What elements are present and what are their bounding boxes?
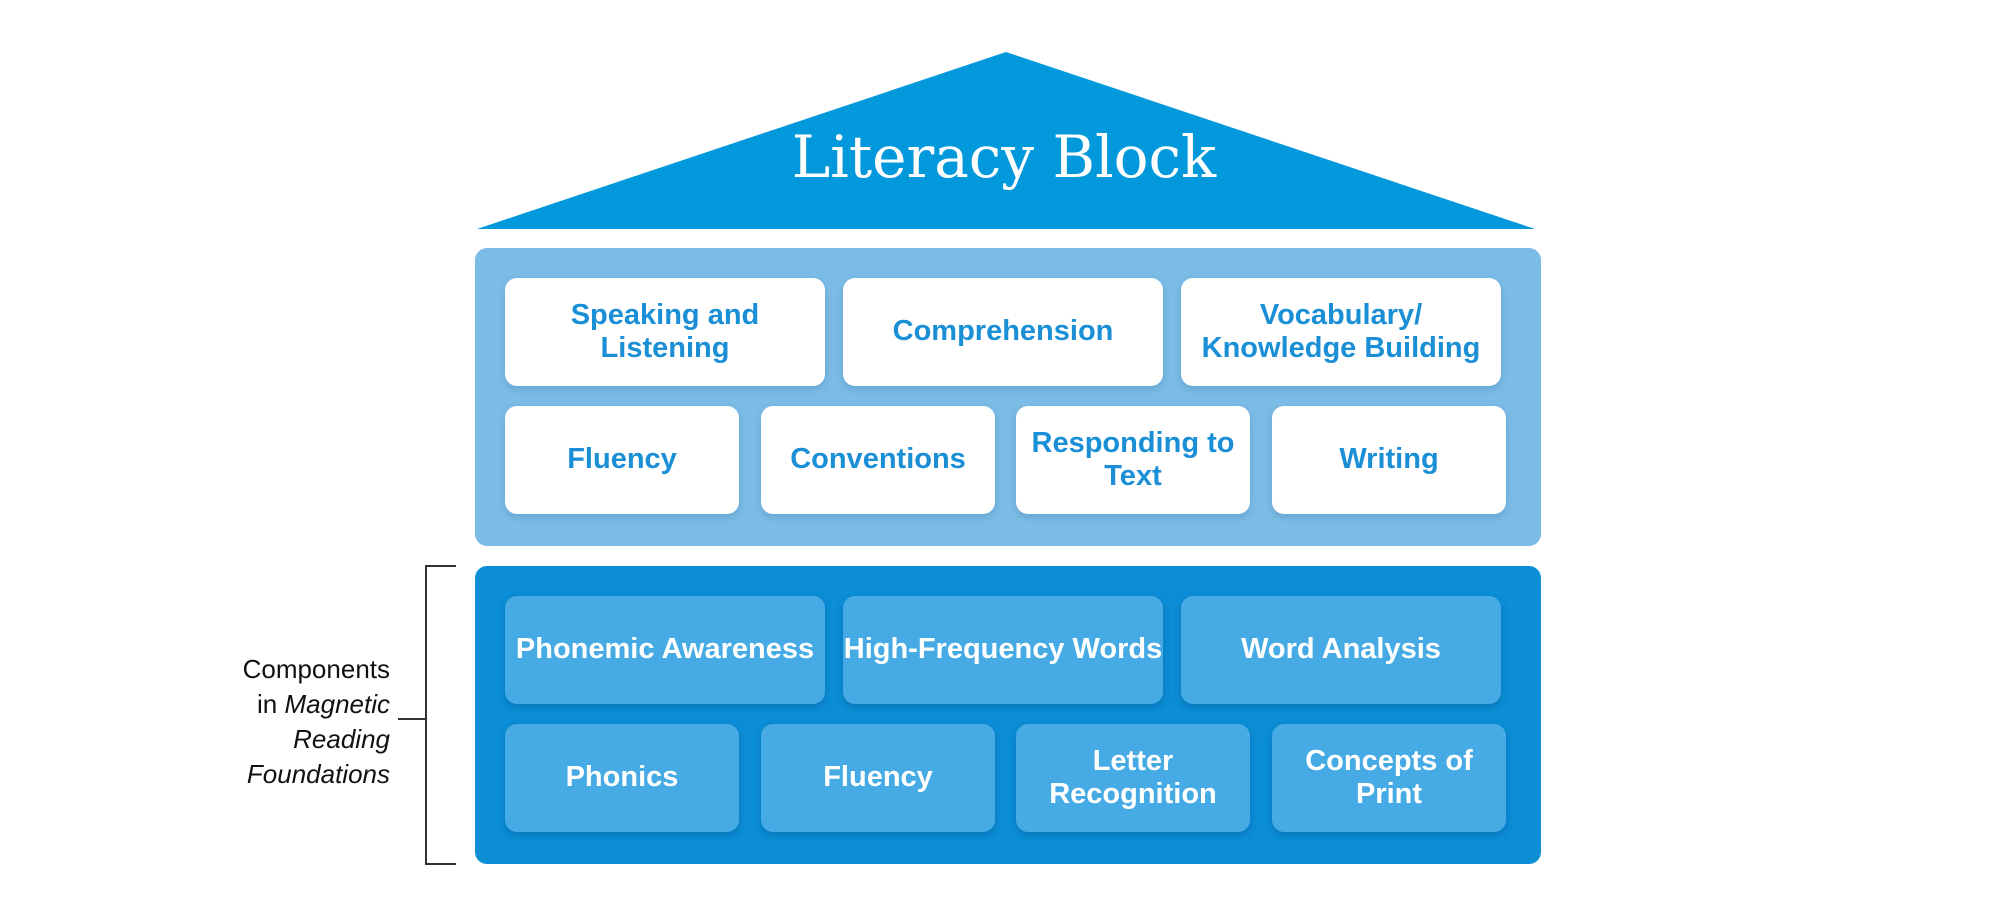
components-label: Components in Magnetic Reading Foundatio… [243,652,390,792]
lower-panel: Phonemic Awareness High-Frequency Words … [475,566,1541,864]
label-line-1: Components [242,654,390,684]
card-word-analysis: Word Analysis [1181,596,1501,704]
upper-panel: Speaking and Listening Comprehension Voc… [475,248,1541,546]
card-fluency-foundations: Fluency [761,724,995,832]
label-line-2: in Magnetic [243,687,390,722]
roof-triangle [477,52,1535,229]
card-high-frequency-words: High-Frequency Words [843,596,1163,704]
card-phonemic-awareness: Phonemic Awareness [505,596,825,704]
card-conventions: Conventions [761,406,995,514]
card-letter-recognition: Letter Recognition [1016,724,1250,832]
label-line-4: Foundations [246,759,390,789]
card-concepts-of-print: Concepts of Print [1272,724,1506,832]
card-fluency: Fluency [505,406,739,514]
bracket-line [398,565,456,865]
card-speaking-listening: Speaking and Listening [505,278,825,386]
card-responding-to-text: Responding to Text [1016,406,1250,514]
label-magnetic: Magnetic [284,689,391,719]
card-comprehension: Comprehension [843,278,1163,386]
label-in: in [257,689,278,719]
card-writing: Writing [1272,406,1506,514]
card-vocabulary: Vocabulary/ Knowledge Building [1181,278,1501,386]
label-line-3: Reading [293,724,390,754]
card-phonics: Phonics [505,724,739,832]
diagram-title: Literacy Block [791,123,1217,191]
